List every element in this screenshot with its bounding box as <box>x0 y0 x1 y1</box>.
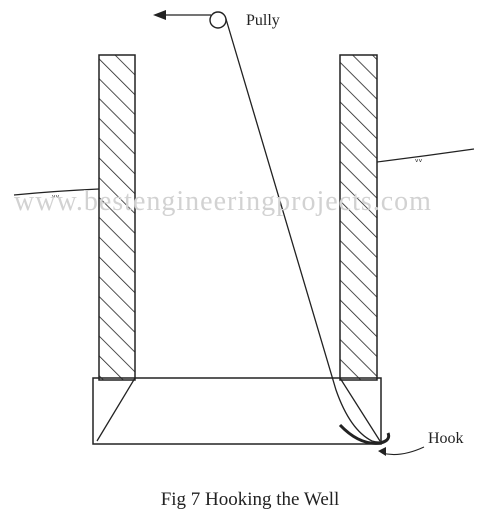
svg-text:ᵥᵥ: ᵥᵥ <box>415 155 423 165</box>
well-wall-right <box>339 54 378 381</box>
pulley-label: Pully <box>246 12 280 29</box>
hook-pointer <box>378 446 425 456</box>
pulley <box>209 11 227 29</box>
svg-text:ᵥᵥ: ᵥᵥ <box>52 191 60 201</box>
well-curb <box>92 377 382 445</box>
rope-pull-arrow <box>153 10 211 20</box>
ground-right: ᵥᵥ <box>376 148 475 165</box>
hook <box>338 423 391 445</box>
ground-left: ᵥᵥ <box>13 188 100 201</box>
figure-caption: Fig 7 Hooking the Well <box>161 489 340 510</box>
well-wall-left <box>98 54 136 381</box>
watermark: www.bestengineeringprojects.com <box>14 186 432 217</box>
hook-label: Hook <box>428 430 464 447</box>
